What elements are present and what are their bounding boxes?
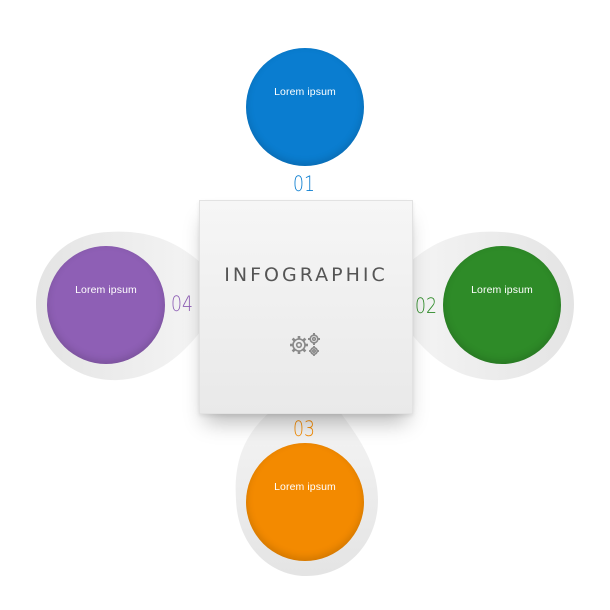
step-circle-02: Lorem ipsum — [443, 246, 561, 364]
infographic-title: INFOGRAPHIC — [224, 264, 388, 286]
step-label: Lorem ipsum — [471, 284, 533, 296]
step-circle-01: Lorem ipsum — [246, 48, 364, 166]
step-number-01: 01 — [293, 172, 315, 196]
step-number-04: 04 — [171, 292, 193, 316]
step-number-02: 02 — [415, 294, 437, 318]
center-panel: INFOGRAPHIC — [199, 200, 413, 414]
step-number-03: 03 — [293, 417, 315, 441]
step-circle-03: Lorem ipsum — [246, 443, 364, 561]
gears-icon — [290, 333, 320, 356]
step-circle-04: Lorem ipsum — [47, 246, 165, 364]
step-label: Lorem ipsum — [75, 284, 137, 296]
step-label: Lorem ipsum — [274, 86, 336, 98]
step-label: Lorem ipsum — [274, 481, 336, 493]
